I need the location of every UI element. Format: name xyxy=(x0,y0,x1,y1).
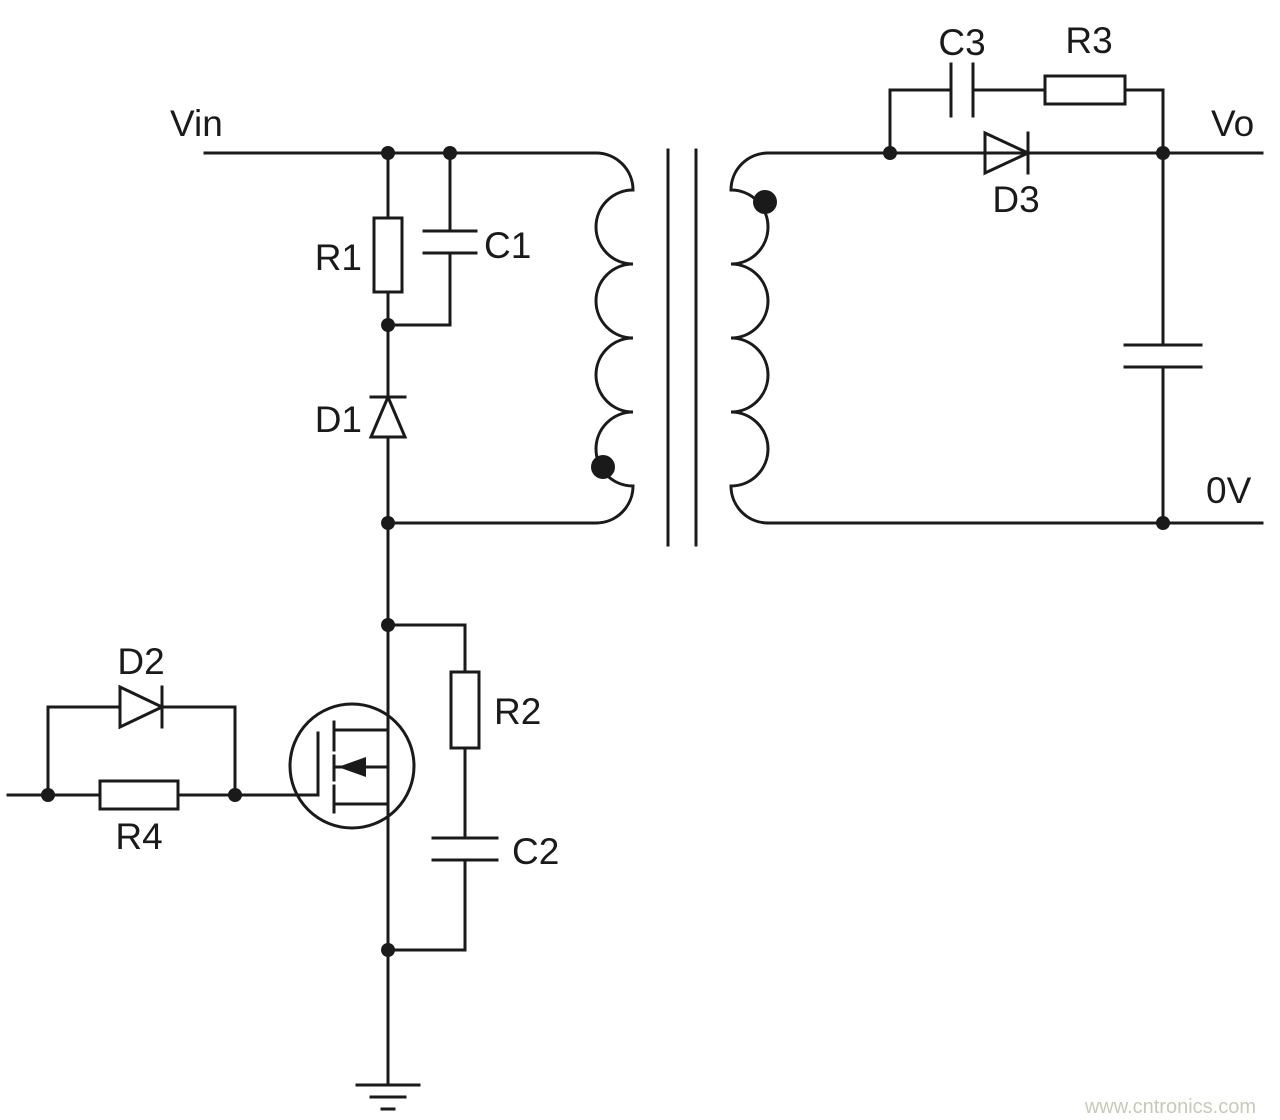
transformer xyxy=(591,148,777,547)
output-capacitor xyxy=(1123,343,1203,369)
wire-d2-branch-left xyxy=(46,705,122,797)
label-d1: D1 xyxy=(315,399,362,440)
wire-d2-branch-right xyxy=(160,705,237,797)
diode-d1 xyxy=(368,393,408,439)
junction-dot xyxy=(228,788,242,802)
label-vo: Vo xyxy=(1211,103,1254,144)
wire-c1-branch-bottom xyxy=(386,251,452,327)
junction-dot xyxy=(381,943,395,957)
resistor-r4 xyxy=(98,779,180,811)
label-c3: C3 xyxy=(938,22,985,63)
diode-d2 xyxy=(118,684,166,730)
label-d3: D3 xyxy=(992,179,1039,220)
resistor-r4-body xyxy=(98,779,180,811)
secondary-phase-dot xyxy=(753,190,777,214)
label-d2: D2 xyxy=(117,641,164,682)
label-r2: R2 xyxy=(494,691,541,732)
ground-symbol xyxy=(355,1083,421,1111)
primary-phase-dot xyxy=(591,455,615,479)
resistor-r3-body xyxy=(1043,74,1127,106)
labels: Vin Vo 0V R1 C1 D1 D2 R4 R2 C2 C3 R3 D3 xyxy=(115,20,1254,872)
junction-dot xyxy=(381,318,395,332)
label-zero-v: 0V xyxy=(1206,470,1252,511)
diode-d3 xyxy=(983,130,1032,176)
label-c2: C2 xyxy=(512,831,559,872)
wire-c3-branch-left xyxy=(888,88,953,155)
junction-dot xyxy=(41,788,55,802)
junction-dot xyxy=(1156,516,1170,530)
wires xyxy=(6,88,1264,1087)
junction-dot xyxy=(443,146,457,160)
junction-dot xyxy=(381,618,395,632)
label-r3: R3 xyxy=(1065,20,1112,61)
resistor-r2-body xyxy=(449,670,481,750)
junction-dots xyxy=(41,146,1170,957)
diode-d3-triangle xyxy=(983,130,1032,176)
label-r4: R4 xyxy=(115,816,162,857)
wire-c2-return xyxy=(386,858,467,952)
diode-d2-triangle xyxy=(118,684,166,730)
capacitor-c2 xyxy=(431,836,499,862)
junction-dot xyxy=(1156,146,1170,160)
wire-r2-branch-top xyxy=(386,623,467,674)
junction-dot xyxy=(381,146,395,160)
wire-r3-branch-right xyxy=(1123,88,1165,155)
resistor-r3 xyxy=(1043,74,1127,106)
watermark-text: www.cntronics.com xyxy=(1084,1096,1256,1118)
resistor-r1 xyxy=(372,216,404,294)
mosfet-body-circle xyxy=(288,702,416,830)
junction-dot xyxy=(381,516,395,530)
label-c1: C1 xyxy=(484,225,531,266)
capacitor-c3 xyxy=(949,62,975,118)
junction-dot xyxy=(883,146,897,160)
resistor-r2 xyxy=(449,670,481,750)
resistor-r1-body xyxy=(372,216,404,294)
diode-d1-triangle xyxy=(368,393,408,439)
mosfet-body-arrow xyxy=(338,757,366,777)
capacitor-c1 xyxy=(422,229,478,255)
label-vin: Vin xyxy=(170,103,223,144)
mosfet-switch xyxy=(288,702,416,830)
label-r1: R1 xyxy=(315,237,362,278)
